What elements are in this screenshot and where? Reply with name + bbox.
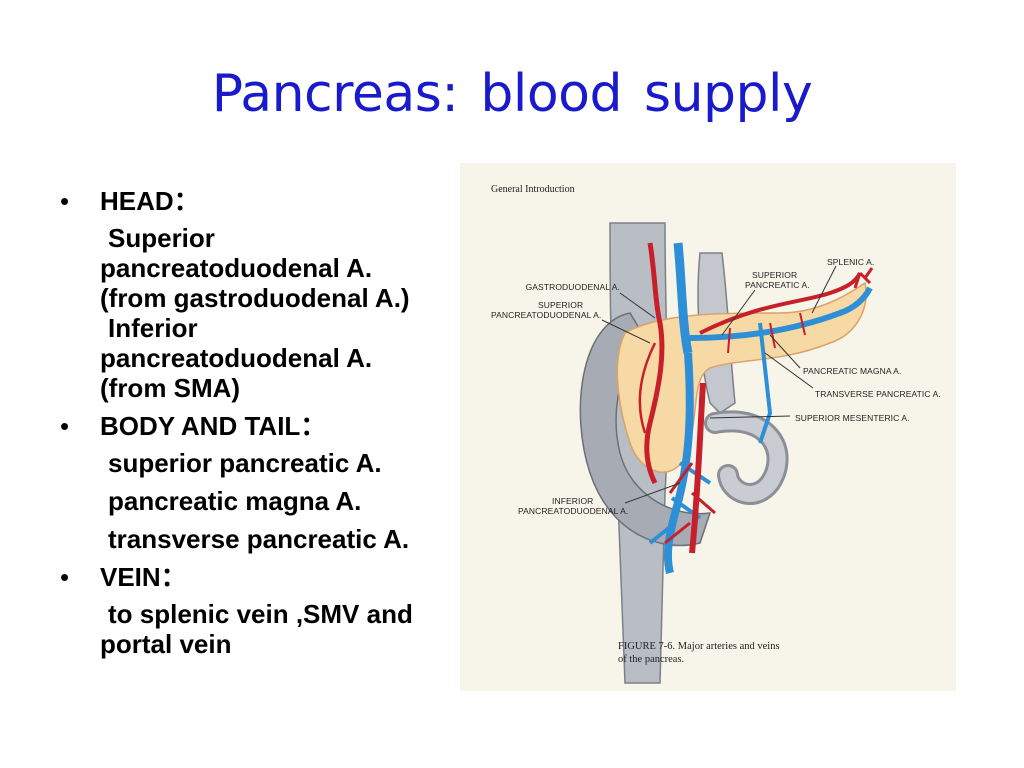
head-line: Inferior <box>108 313 198 343</box>
head-line: Superior <box>108 223 215 253</box>
label-transverse: TRANSVERSE PANCREATIC A. <box>815 389 941 399</box>
bullet-vein: VEIN： <box>58 562 458 592</box>
caption-line-2: of the pancreas. <box>618 654 685 665</box>
figure-header: General Introduction <box>491 184 575 195</box>
body-tail-line: pancreatic magna A. <box>108 486 362 516</box>
head-line: pancreatoduodenal A. <box>100 343 373 373</box>
bullet-body-tail-heading: BODY AND TAIL： <box>100 411 327 441</box>
vein-line: to splenic vein ,SMV and <box>108 599 413 629</box>
head-line: (from gastroduodenal A.) <box>100 283 410 313</box>
bullet-head-heading: HEAD： <box>100 186 200 216</box>
slide-title: Pancreas: blood supply <box>211 64 813 124</box>
bullet-vein-heading: VEIN： <box>100 562 187 592</box>
label-sup-panc-2: PANCREATIC A. <box>745 280 810 290</box>
figure-caption: FIGURE 7-6. Major arteries and veins of … <box>618 640 818 666</box>
label-sma: SUPERIOR MESENTERIC A. <box>795 413 910 423</box>
vein-line: portal vein <box>100 629 232 659</box>
label-inf-pd-1: INFERIOR <box>552 496 594 506</box>
bullet-body-tail: BODY AND TAIL： <box>58 411 458 441</box>
pancreas-blood-supply-figure: General Introduction GASTRODUODENAL A. S… <box>460 163 956 691</box>
label-sup-pd-2: PANCREATODUODENAL A. <box>491 310 602 320</box>
head-line: pancreatoduodenal A. <box>100 253 373 283</box>
body-tail-line: transverse pancreatic A. <box>108 524 410 554</box>
vein-sublist: to splenic vein ,SMV and portal vein <box>58 599 458 659</box>
body-tail-line: superior pancreatic A. <box>108 448 382 478</box>
bullet-list: HEAD： Superior pancreatoduodenal A. (fro… <box>58 178 458 659</box>
body-tail-sublist: superior pancreatic A. pancreatic magna … <box>58 448 458 554</box>
bullet-head: HEAD： <box>58 186 458 216</box>
label-gastroduodenal: GASTRODUODENAL A. <box>525 282 620 292</box>
caption-line-1: FIGURE 7-6. Major arteries and veins <box>618 641 780 652</box>
label-sup-pd-1: SUPERIOR <box>538 300 584 310</box>
label-sup-panc-1: SUPERIOR <box>752 270 798 280</box>
head-line: (from SMA) <box>100 373 241 403</box>
anatomy-illustration <box>579 222 874 684</box>
head-sublist: Superior pancreatoduodenal A. (from gast… <box>58 223 458 403</box>
label-magna: PANCREATIC MAGNA A. <box>803 366 902 376</box>
label-inf-pd-2: PANCREATODUODENAL A. <box>518 506 629 516</box>
label-splenic: SPLENIC A. <box>827 257 875 267</box>
